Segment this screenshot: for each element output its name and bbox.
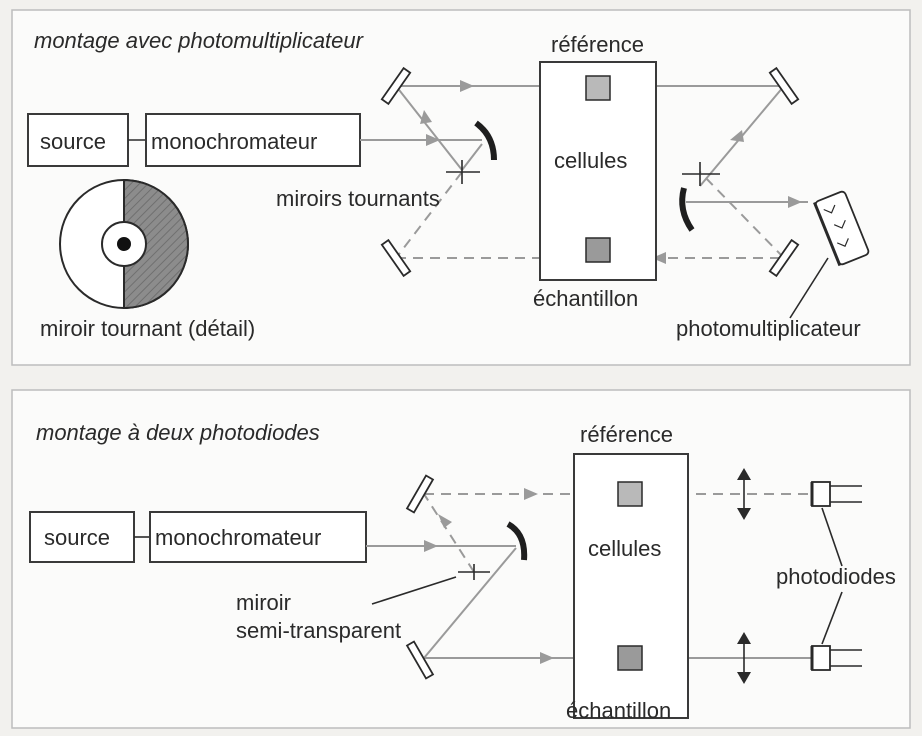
bottom-dash-arrow-1 [438, 514, 452, 528]
top-rotating-mirrors-label: miroirs tournants [276, 186, 440, 211]
top-concave-mirror-1 [474, 120, 497, 161]
top-sample-label: échantillon [533, 286, 638, 311]
top-sample-cell [585, 237, 611, 263]
top-photomultiplier-label: photomultiplicateur [676, 316, 861, 341]
bottom-mirror-upper [405, 474, 435, 514]
bottom-beam-to-lower-mirror [423, 547, 517, 659]
top-source-label: source [40, 129, 106, 154]
bottom-semi-mirror-label-2: semi-transparent [236, 618, 401, 643]
bottom-source-box [29, 511, 135, 563]
top-detail-label: miroir tournant (détail) [40, 316, 255, 341]
top-beam-up-left [395, 85, 463, 171]
photomultiplier-pointer [789, 257, 829, 319]
top-mirror-upper-left [380, 66, 412, 106]
top-mirror-lower-left [380, 238, 412, 278]
top-dash-up [699, 171, 785, 259]
photodiode-lower [810, 645, 862, 671]
top-source-box [27, 113, 129, 167]
bottom-sample-label: échantillon [566, 698, 671, 723]
bottom-dash-up [423, 493, 475, 573]
semi-mirror-pointer [371, 576, 457, 605]
top-beam-arrow-3 [460, 80, 474, 92]
top-mirror-upper-right [768, 66, 800, 106]
bottom-photodiodes-label: photodiodes [776, 564, 896, 589]
rotating-mirror-detail [59, 178, 189, 310]
photodiode-upper [810, 481, 862, 507]
bottom-lens-lower [737, 632, 751, 684]
top-cells-label: cellules [554, 148, 627, 173]
bottom-beam-arrow-2 [540, 652, 554, 664]
top-dash-arrow [652, 252, 666, 264]
bottom-panel-title: montage à deux photodiodes [36, 420, 320, 445]
photomultiplier-tube [813, 190, 870, 267]
bottom-dash-arrow-2 [524, 488, 538, 500]
top-dash-down-left [395, 171, 463, 259]
bottom-lens-upper [737, 468, 751, 520]
bottom-cells-label: cellules [588, 536, 661, 561]
top-mirror-lower-right [768, 238, 800, 278]
bottom-source-label: source [44, 525, 110, 550]
bottom-sample-cell [617, 645, 643, 671]
top-concave-mirror-2 [679, 187, 695, 232]
top-reference-cell [585, 75, 611, 101]
top-beam-to-chopper [461, 143, 483, 171]
top-beam-arrow-4 [730, 130, 744, 142]
top-monochromator-label: monochromateur [151, 129, 317, 154]
bottom-reference-cell [617, 481, 643, 507]
top-beam-arrow-1 [426, 134, 440, 146]
bottom-semi-mirror-label-1: miroir [236, 590, 291, 615]
bottom-mirror-lower [405, 640, 435, 680]
top-panel-frame [11, 9, 911, 366]
photodiode-pointer-lower [821, 591, 843, 645]
bottom-concave-mirror [506, 521, 528, 561]
bottom-monochromator-box [149, 511, 367, 563]
top-reference-label: référence [551, 32, 644, 57]
bottom-monochromator-label: monochromateur [155, 525, 321, 550]
top-beam-arrow-2 [420, 110, 432, 124]
photodiode-pointer-upper [821, 507, 843, 567]
bottom-reference-label: référence [580, 422, 673, 447]
top-panel-title: montage avec photomultiplicateur [34, 28, 365, 53]
bottom-beam-arrow-1 [424, 540, 438, 552]
top-beam-arrow-5 [788, 196, 802, 208]
top-monochromator-box [145, 113, 361, 167]
